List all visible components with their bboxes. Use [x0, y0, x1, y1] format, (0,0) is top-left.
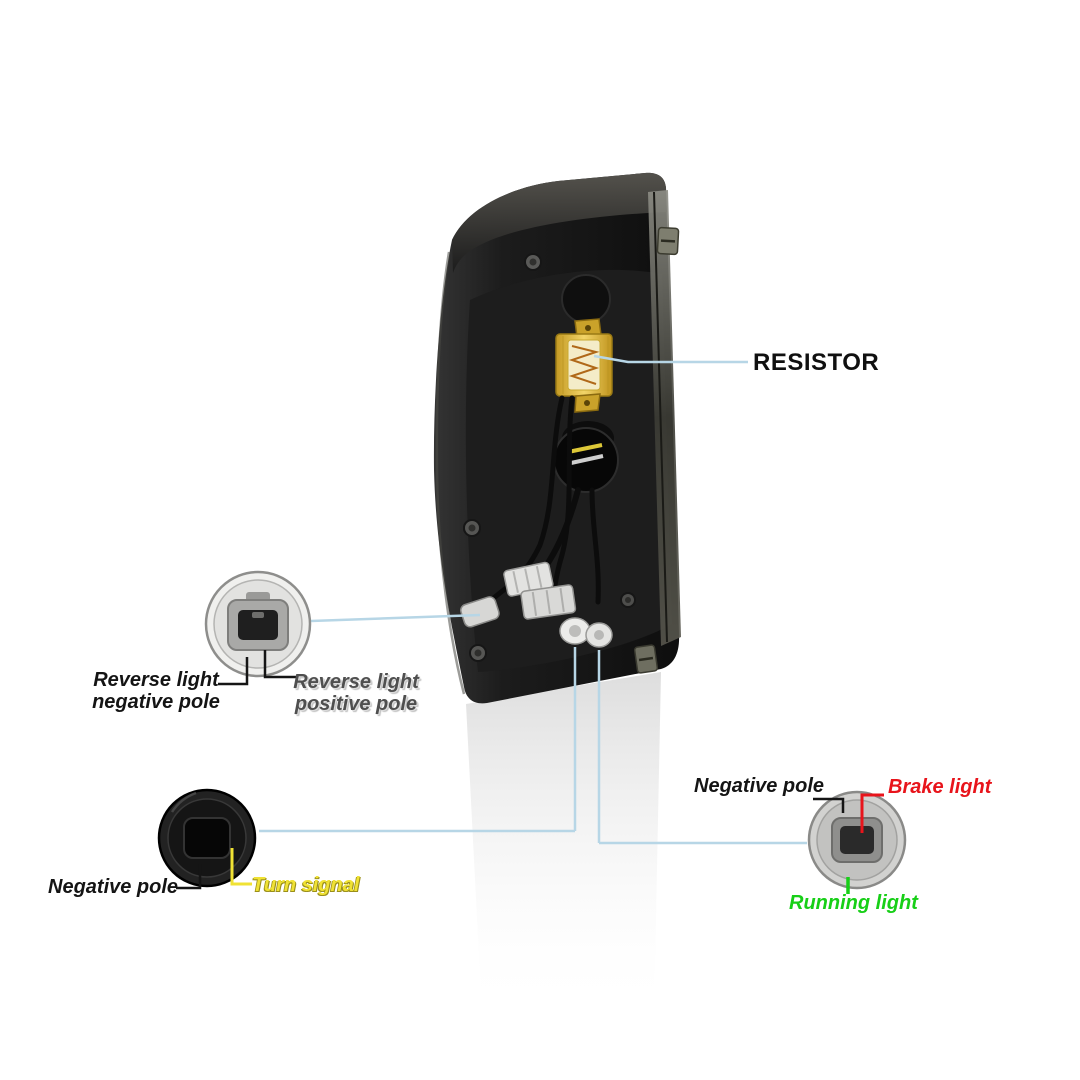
turn-signal-connector [157, 788, 257, 888]
brake-harness-plug [585, 622, 613, 648]
housing-left-highlight [435, 251, 466, 695]
brake-light-label: Brake light [888, 776, 992, 798]
reverse-positive-line2: positive pole [294, 693, 418, 716]
resistor-label: RESISTOR [753, 349, 880, 376]
reverse-positive-label: Reverse light positive pole [291, 671, 421, 716]
wire-harness [460, 395, 613, 648]
running-light-label: Running light [789, 892, 918, 914]
lens-edge-line [653, 191, 668, 643]
reverse-positive-pointer [263, 650, 297, 679]
resistor-callout-line [593, 354, 748, 364]
tail-light-assembly [433, 172, 681, 704]
screw [524, 253, 542, 271]
housing-top [452, 172, 667, 273]
brake-light-pointer [860, 793, 884, 833]
reverse-negative-label: Reverse light negative pole [86, 669, 226, 714]
screw [469, 644, 487, 662]
brake-callout-line [597, 650, 807, 845]
callout-lines [259, 354, 807, 845]
reverse-harness-plug [460, 596, 500, 628]
screw [620, 592, 636, 608]
resistor [555, 318, 613, 413]
bracket-top [656, 226, 680, 256]
brake-running-connector [807, 790, 907, 890]
turn-signal-pointer [230, 848, 252, 886]
turn-pointer-lines [176, 848, 252, 890]
turn-negative-pointer [176, 864, 202, 890]
turn-callout-line [259, 647, 577, 833]
reverse-callout-line [310, 613, 481, 623]
reverse-connector [204, 570, 312, 678]
turn-harness-plug [559, 617, 591, 645]
reflection [466, 672, 661, 1015]
bracket-bottom [633, 644, 659, 674]
screw [463, 519, 481, 537]
turn-negative-label: Negative pole [48, 876, 179, 898]
brake-negative-pointer [813, 797, 845, 813]
turn-signal-label: Turn signal [252, 874, 360, 896]
reverse-negative-line1: Reverse light [93, 669, 219, 691]
brake-running-pointer-lines [813, 793, 884, 894]
reverse-positive-line1: Reverse light [293, 671, 419, 693]
reverse-negative-pointer [218, 657, 249, 686]
reverse-pointer-lines [218, 650, 297, 686]
brake-negative-label: Negative pole [694, 775, 825, 797]
panel-recess [561, 274, 611, 324]
reverse-negative-line2: negative pole [92, 691, 220, 714]
